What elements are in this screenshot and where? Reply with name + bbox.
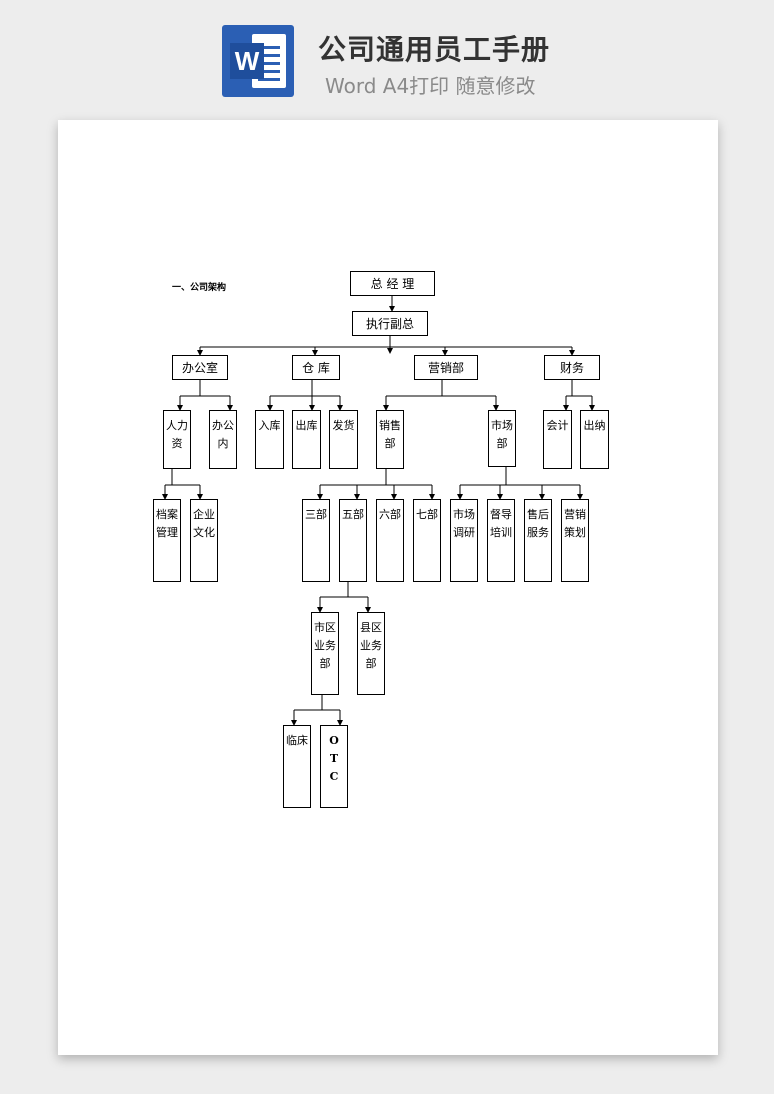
node-warehouse: 仓 库	[292, 355, 340, 380]
node-inbound: 入库	[255, 410, 284, 469]
node-corporate-culture: 企业文化	[190, 499, 218, 582]
node-otc: OTC	[320, 725, 348, 808]
node-office-internal: 办公内	[209, 410, 237, 469]
node-dept-7: 七部	[413, 499, 441, 582]
node-sales-dept: 销售部	[376, 410, 404, 469]
node-accounting: 会计	[543, 410, 572, 469]
section-label: 一、公司架构	[172, 283, 227, 293]
node-marketing-planning: 营销策划	[561, 499, 589, 582]
node-outbound: 出库	[292, 410, 321, 469]
node-dept-3: 三部	[302, 499, 330, 582]
node-after-sales: 售后服务	[524, 499, 552, 582]
node-clinical: 临床	[283, 725, 311, 808]
node-market-research: 市场调研	[450, 499, 478, 582]
node-county-sales: 县区业务部	[357, 612, 385, 695]
node-city-sales: 市区业务部	[311, 612, 339, 695]
node-finance: 财务	[544, 355, 600, 380]
node-office: 办公室	[172, 355, 228, 380]
node-market-dept: 市场部	[488, 410, 516, 467]
node-hr: 人力资	[163, 410, 191, 469]
node-supervision-training: 督导培训	[487, 499, 515, 582]
page-title: 公司通用员工手册	[318, 33, 551, 66]
node-general-manager: 总 经 理	[350, 271, 435, 296]
node-dept-6: 六部	[376, 499, 404, 582]
node-marketing: 营销部	[414, 355, 478, 380]
node-shipping: 发货	[329, 410, 358, 469]
node-executive-vp: 执行副总	[352, 311, 428, 336]
node-dept-5: 五部	[339, 499, 367, 582]
word-icon-letter: W	[230, 43, 264, 79]
page-header: W 公司通用员工手册 Word A4打印 随意修改	[0, 0, 774, 110]
node-archives: 档案管理	[153, 499, 181, 582]
node-cashier: 出纳	[580, 410, 609, 469]
word-doc-icon: W	[222, 25, 294, 97]
page-subtitle: Word A4打印 随意修改	[325, 74, 536, 98]
